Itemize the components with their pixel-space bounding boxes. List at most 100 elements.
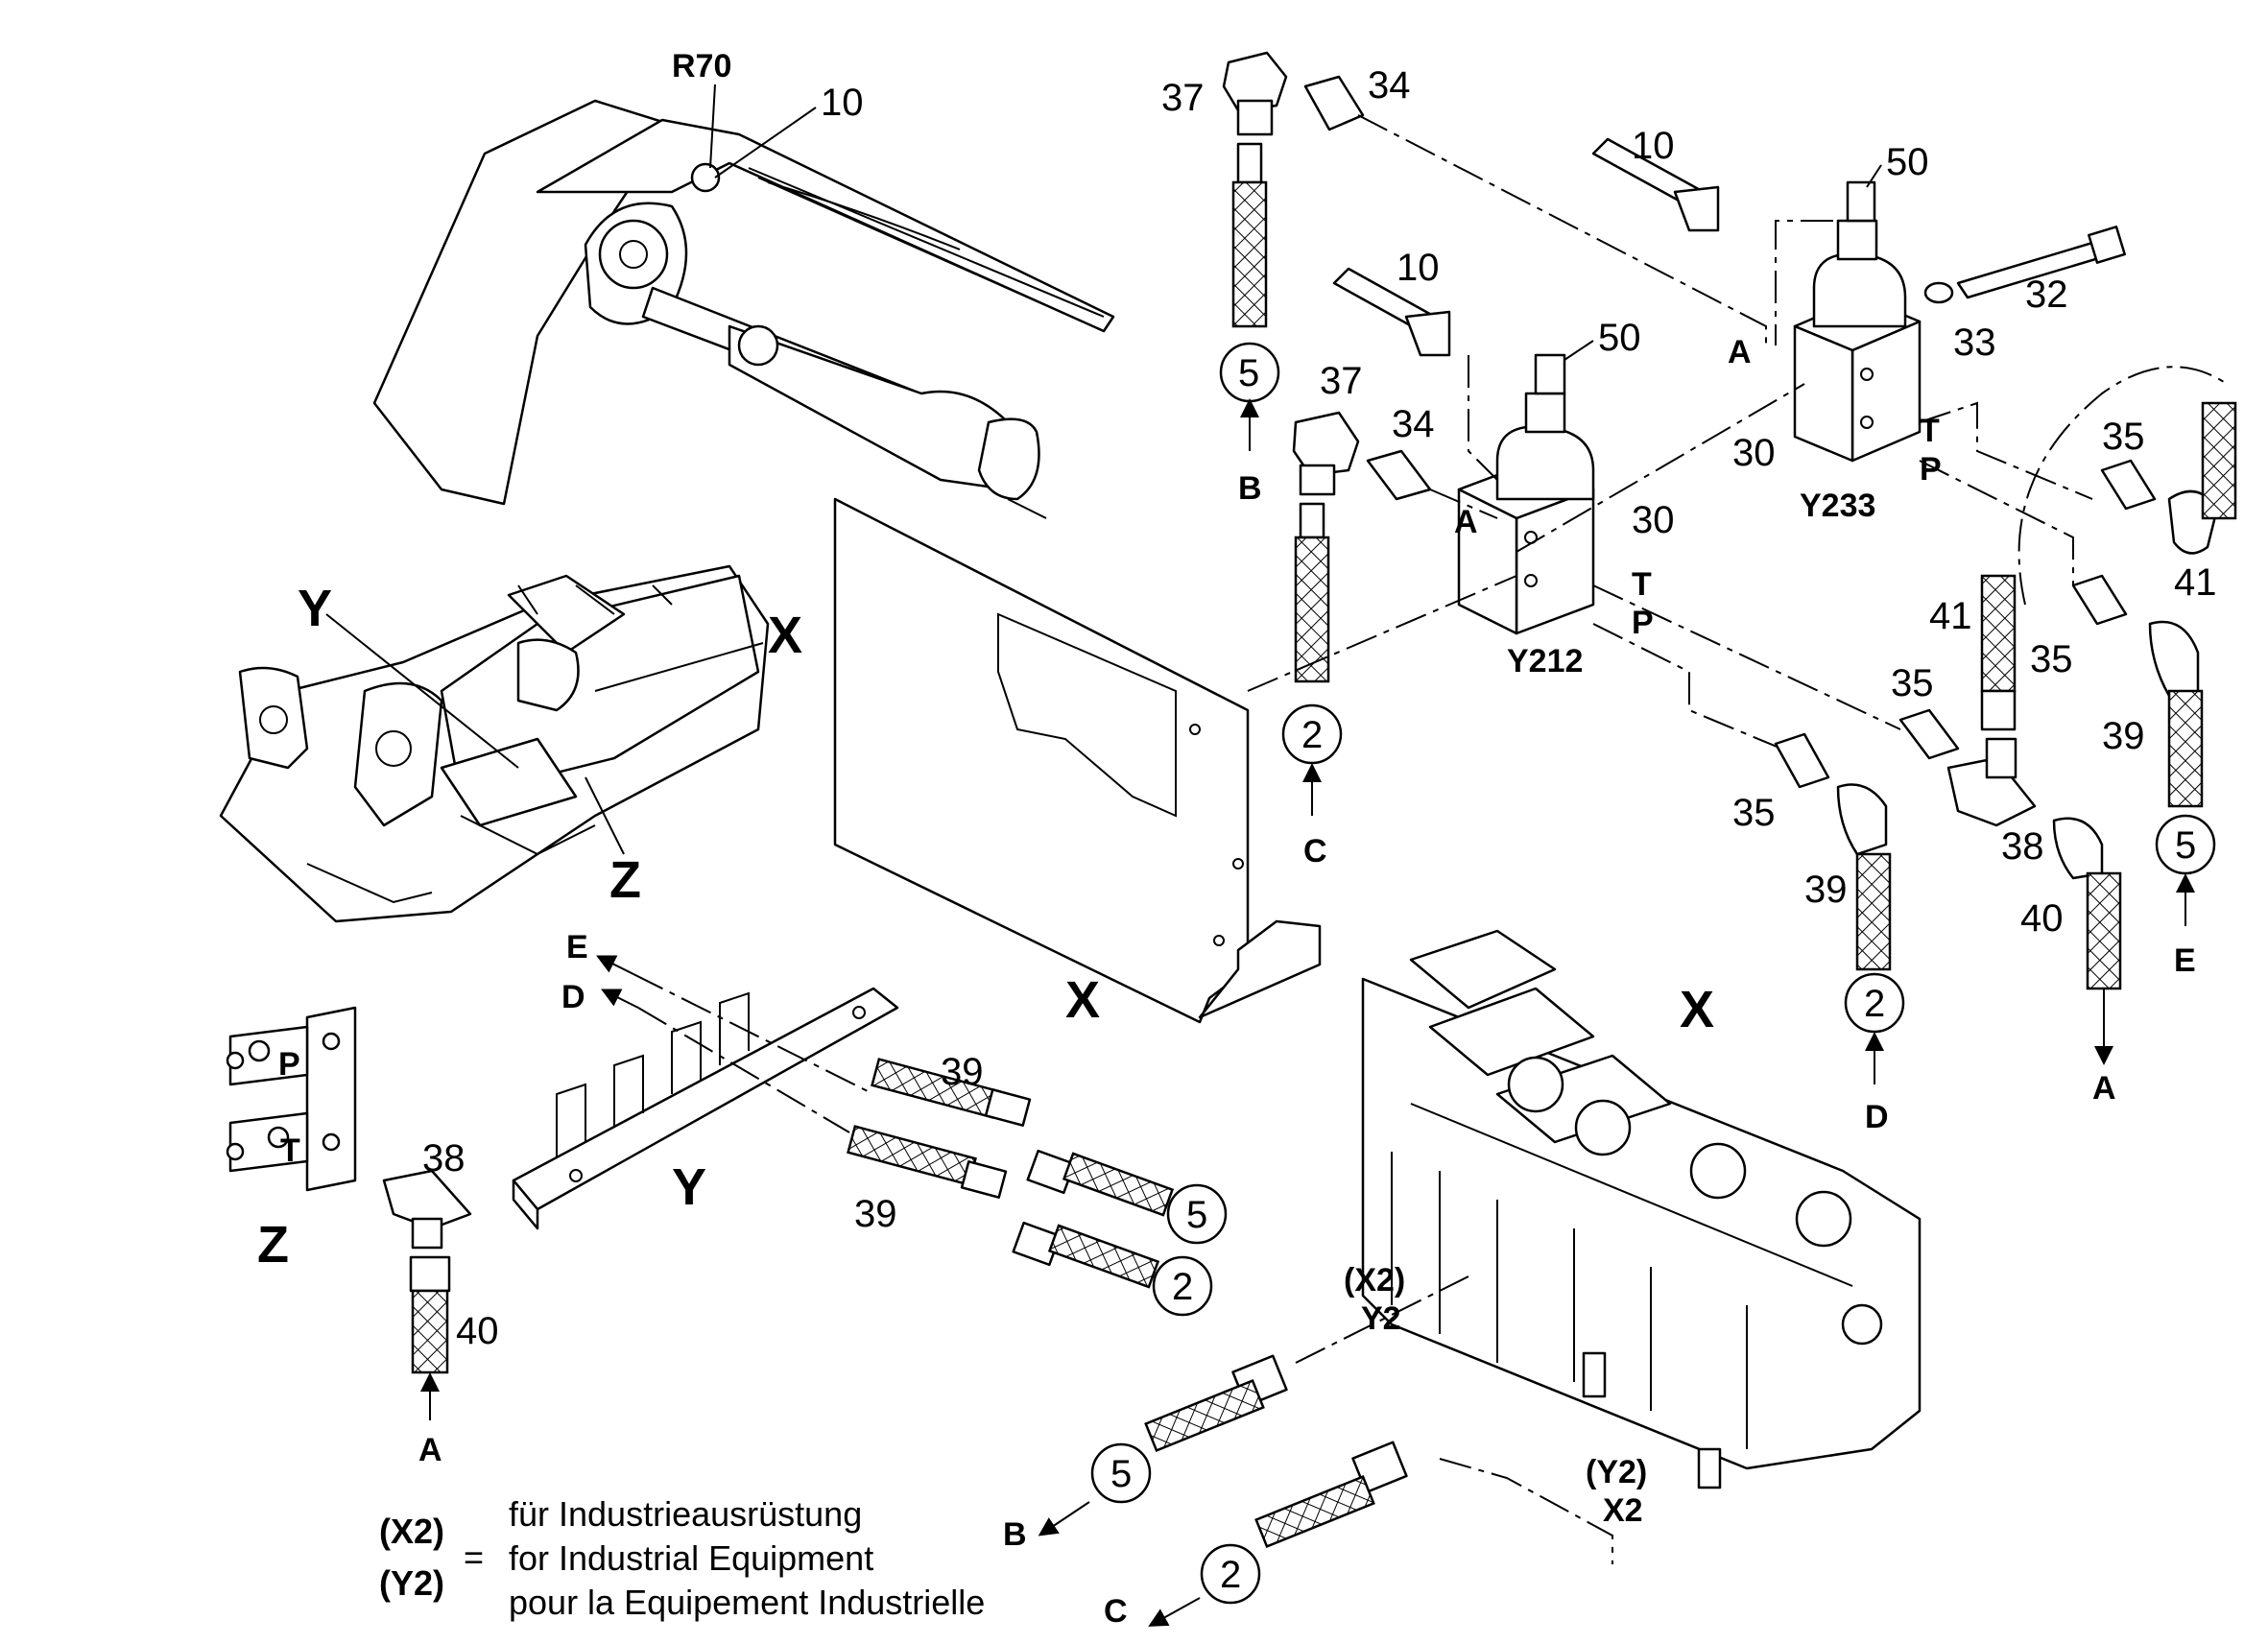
variant-x2-bottom: X2 [1603, 1492, 1643, 1529]
letter-e-right: E [2174, 942, 2196, 979]
elbow-40-right [2052, 817, 2104, 880]
letter-c-middle: C [1303, 833, 1327, 870]
dash-34-to-y233 [1357, 114, 1767, 345]
callout-34-upper: 34 [1368, 64, 1411, 107]
block-z [226, 1006, 357, 1192]
callout-41-middle: 41 [1929, 595, 1972, 637]
port-t-y212: T [1632, 566, 1652, 603]
legend-line-fr: pour la Equipement Industrielle [509, 1583, 985, 1622]
leader-10-arm [714, 107, 817, 179]
variant-y2-top: (Y2) [1586, 1454, 1647, 1490]
fitting-40-left [409, 1255, 451, 1293]
callout-32: 32 [2025, 274, 2068, 316]
legend-code-x2: (X2) [379, 1512, 444, 1551]
callout-39-bracket-upper: 39 [941, 1051, 984, 1093]
port-a-upper: A [1728, 334, 1752, 370]
legend-line-de: für Industrieausrüstung [509, 1494, 862, 1534]
ref-circle-2-loose [1152, 1255, 1213, 1317]
valve-y233 [1793, 180, 1922, 463]
bolt-32 [1956, 226, 2126, 299]
arrow-d-left [601, 989, 639, 1009]
letter-e-left: E [566, 929, 588, 965]
ref-circle-2-bottom [1200, 1543, 1261, 1605]
mounting-plate-x [833, 497, 1322, 1024]
view-label-y-bracket: Y [672, 1158, 706, 1216]
letter-d-left: D [561, 979, 585, 1015]
hose-39-d [1855, 852, 1892, 971]
callout-40-right: 40 [2020, 897, 2064, 940]
dash-hose-41 [2017, 366, 2228, 606]
legend-equals: = [464, 1537, 484, 1577]
callout-37-middle: 37 [1320, 360, 1363, 402]
ref-circle-5-bottom [1090, 1442, 1152, 1504]
fitting-37-upper [1222, 51, 1288, 136]
view-label-x-block: X [1680, 981, 1714, 1038]
hose-middle-2 [1294, 536, 1330, 683]
dash-y212-t [1592, 584, 1901, 730]
leader-50-y233 [1866, 164, 1882, 188]
bracket-y [512, 987, 899, 1230]
dash-y2-port [1295, 1275, 1469, 1364]
view-label-x-plate: X [1065, 971, 1100, 1029]
callout-10-lower: 10 [1397, 247, 1440, 289]
leader-r70 [709, 83, 716, 169]
callout-10-upper: 10 [1632, 125, 1675, 167]
fitting-34-upper [1303, 75, 1365, 131]
callout-50-y212: 50 [1598, 317, 1641, 359]
fitting-39-bracket-upper [984, 1088, 1032, 1127]
arrow-b-bottom [1038, 1501, 1090, 1537]
fitting-34-middle [1366, 449, 1432, 501]
hose-2-loose [1047, 1224, 1160, 1289]
dash-connector-10-lower [1468, 355, 1498, 481]
view-label-z-block: Z [257, 1216, 289, 1274]
connector-10-lower [1332, 267, 1451, 357]
dash-y212-to-y233 [1516, 383, 1805, 553]
machine-frame [219, 564, 770, 923]
callout-33: 33 [1953, 322, 1996, 364]
callout-35-d: 35 [2030, 638, 2073, 680]
port-t-z: T [280, 1132, 300, 1169]
callout-50-y233: 50 [1886, 141, 1929, 183]
callout-41-right: 41 [2174, 561, 2217, 604]
tee-38-right [1946, 737, 2037, 827]
hose-fitting-middle [1299, 502, 1325, 539]
control-valve-block [1361, 929, 1922, 1489]
arrow-e-left [596, 955, 634, 975]
callout-35-b: 35 [1732, 792, 1776, 834]
hose-2-bottom [1254, 1474, 1375, 1549]
leader-z-frame [585, 776, 625, 855]
letter-a-right: A [2092, 1070, 2116, 1107]
letter-b-upper: B [1238, 470, 1262, 507]
port-a-middle: A [1454, 504, 1478, 540]
callout-39-bracket-lower: 39 [854, 1193, 897, 1235]
hose-end-2-bottom [1351, 1441, 1408, 1494]
elbow-39-d [1836, 783, 1888, 856]
dash-x2-port [1439, 1458, 1613, 1564]
port-p-z: P [278, 1046, 300, 1083]
ref-5-loose: 5 [1186, 1194, 1207, 1236]
port-t-y233: T [1920, 413, 1940, 449]
dash-plate-to-y212 [1247, 575, 1517, 692]
dash-bracket-y [633, 973, 874, 1133]
callout-30-y212: 30 [1632, 499, 1675, 541]
dash-y233-t [1919, 401, 2093, 500]
callout-30-y233: 30 [1732, 432, 1776, 474]
fitting-35-c [2100, 459, 2157, 511]
boom-arm-assembly [372, 99, 1115, 519]
ref-2-bottom: 2 [1220, 1554, 1241, 1596]
hose-fitting-upper [1236, 142, 1263, 184]
ref-2-d: 2 [1864, 983, 1885, 1025]
dash-connector-10-upper [1775, 220, 1833, 345]
legend-code-y2: (Y2) [379, 1563, 444, 1603]
hose-5-bottom [1144, 1378, 1265, 1453]
hose-39-e [2167, 689, 2204, 808]
callout-10-arm: 10 [821, 82, 864, 124]
legend-line-en: for Industrial Equipment [509, 1538, 873, 1578]
letter-c-bottom: C [1104, 1593, 1128, 1630]
hose-41-right [2201, 401, 2237, 520]
dash-34-to-y212 [1429, 488, 1498, 519]
letter-d-right: D [1865, 1099, 1889, 1135]
ref-5-e: 5 [2175, 824, 2196, 867]
leader-50-y212 [1564, 340, 1594, 361]
hose-39-bracket-lower [847, 1125, 977, 1186]
